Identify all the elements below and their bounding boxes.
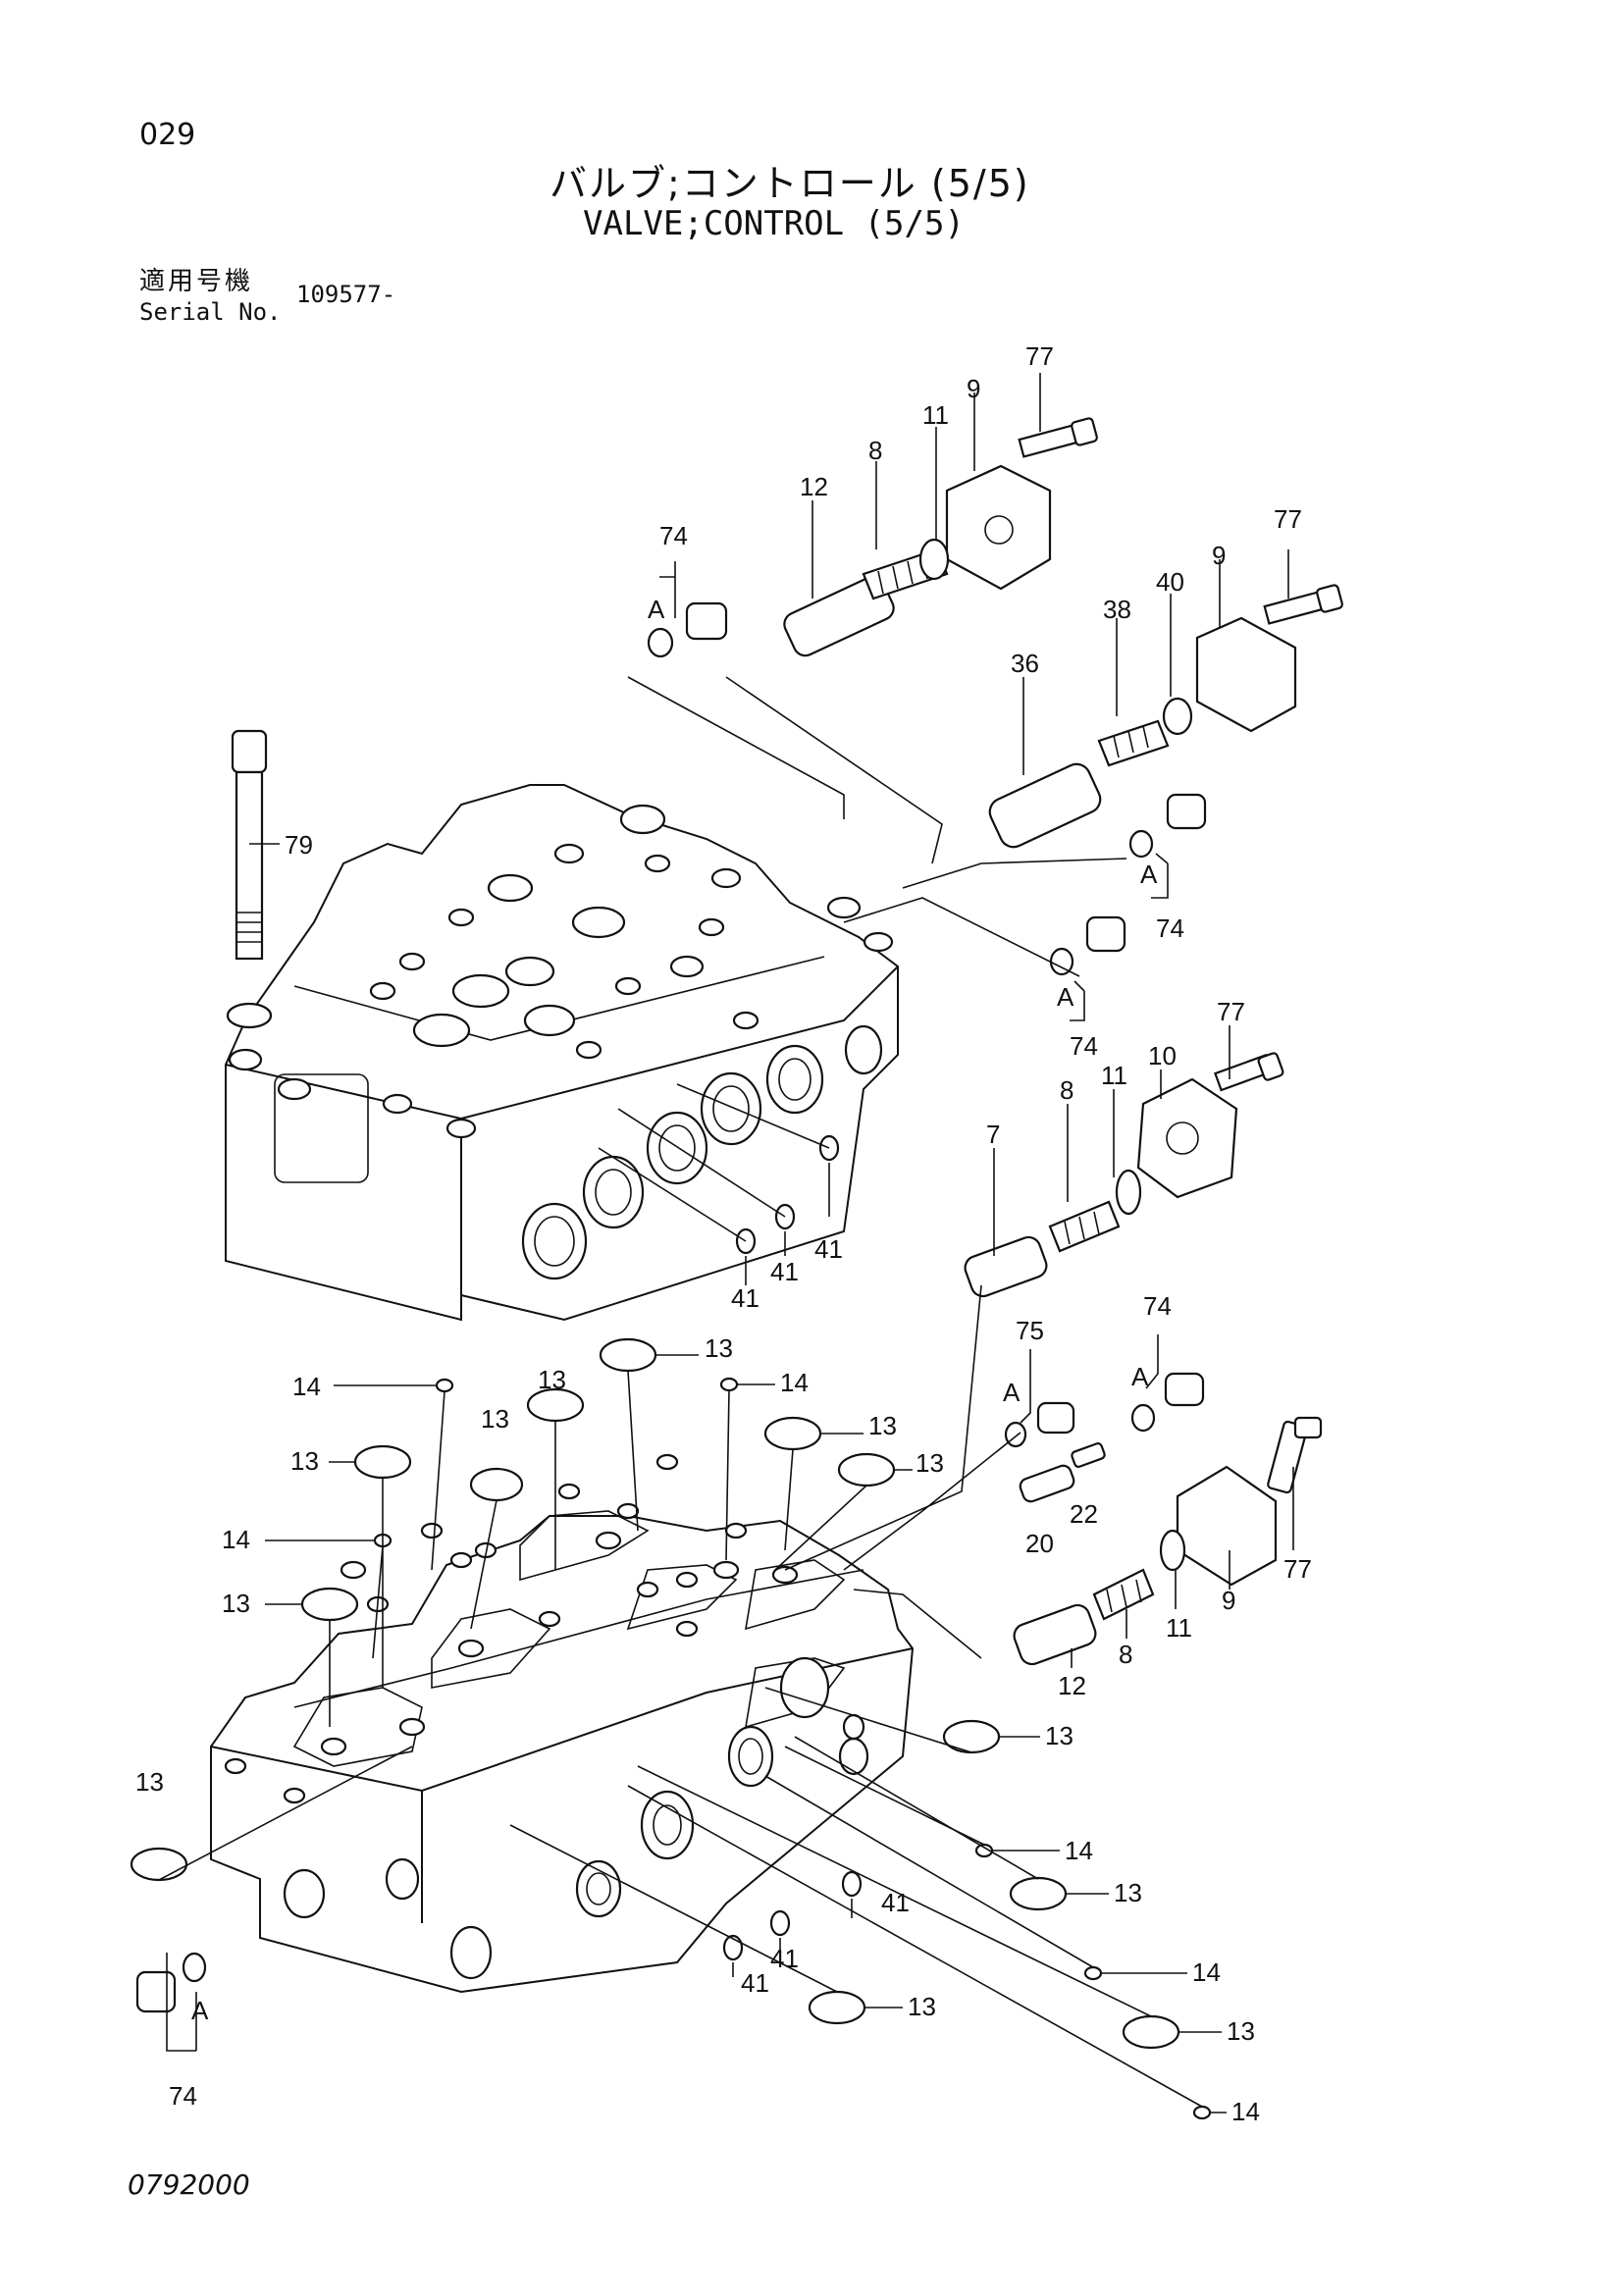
callout-label: 11 (922, 400, 949, 430)
callout-labels: 77 9 11 8 12 74 A 77 9 40 38 36 79 A 74 … (135, 341, 1312, 2126)
spools-and-caps (135, 417, 1343, 2013)
callout-label: A (191, 1996, 209, 2025)
callout-label: 13 (1114, 1878, 1142, 1907)
title-english: VALVE;CONTROL (5/5) (583, 204, 965, 243)
callout-label: 13 (538, 1365, 566, 1394)
callout-label: 8 (1060, 1075, 1073, 1105)
serial-number-range: 109577- (296, 281, 396, 308)
callout-label: A (648, 595, 665, 624)
callout-label: 41 (741, 1968, 769, 1998)
callout-label: 14 (1231, 2097, 1260, 2126)
callout-label: 9 (1222, 1586, 1235, 1615)
callout-label: 38 (1103, 595, 1131, 624)
page-number: 029 (139, 118, 196, 152)
lower-valve-housing (210, 1453, 915, 1994)
callout-label: 75 (1016, 1316, 1044, 1345)
callout-label: 22 (1070, 1499, 1098, 1529)
callout-label: 13 (1227, 2016, 1255, 2046)
callout-label: 14 (222, 1525, 250, 1554)
o-rings (130, 1337, 1212, 2120)
callout-label: 41 (770, 1257, 799, 1286)
callout-label: 13 (908, 1992, 936, 2021)
upper-valve-housing (225, 784, 899, 1322)
callout-label: A (1131, 1362, 1149, 1391)
callout-label: 77 (1217, 997, 1245, 1026)
callout-label: 12 (1058, 1671, 1086, 1700)
callout-label: 77 (1025, 341, 1054, 371)
callout-label: 36 (1011, 649, 1039, 678)
callout-label: 41 (881, 1888, 910, 1917)
callout-label: 11 (1166, 1613, 1192, 1643)
callout-label: 13 (222, 1589, 250, 1618)
callout-label: 9 (967, 374, 980, 403)
callout-label: 13 (868, 1411, 897, 1440)
callout-label: A (1003, 1378, 1021, 1407)
callout-label: 7 (986, 1120, 1000, 1149)
callout-label: 14 (1065, 1836, 1093, 1865)
callout-label: 77 (1274, 504, 1302, 534)
callout-label: 13 (290, 1446, 319, 1476)
callout-label: 74 (659, 521, 688, 550)
serial-label-japanese: 適用号機 (139, 267, 254, 296)
callout-label: 13 (916, 1448, 944, 1478)
leader-lines (158, 373, 1294, 2113)
callout-label: 41 (770, 1944, 799, 1973)
callout-label: 10 (1148, 1041, 1177, 1070)
callout-label: A (1140, 860, 1158, 889)
callout-label: 20 (1025, 1529, 1054, 1558)
serial-label-english: Serial No. (139, 298, 282, 326)
callout-label: 40 (1156, 567, 1184, 597)
callout-label: 41 (731, 1283, 759, 1313)
callout-label: 74 (1070, 1031, 1098, 1061)
callout-label: 14 (780, 1368, 809, 1397)
callout-label: 77 (1283, 1554, 1312, 1584)
callout-label: 9 (1212, 541, 1226, 570)
callout-label: 13 (1045, 1721, 1073, 1750)
callout-label: 14 (292, 1372, 321, 1401)
callout-label: A (1057, 982, 1074, 1012)
callout-label: 11 (1101, 1061, 1127, 1090)
callout-label: 12 (800, 472, 828, 501)
callout-label: 8 (1119, 1640, 1132, 1669)
callout-label: 14 (1192, 1957, 1221, 1987)
callout-label: 79 (285, 830, 313, 860)
callout-label: 41 (814, 1234, 843, 1264)
callout-label: 13 (481, 1404, 509, 1434)
title-japanese: バルブ;コントロール (5/5) (550, 162, 1030, 205)
callout-label: 13 (135, 1767, 164, 1797)
callout-label: 74 (169, 2081, 197, 2111)
drawing-code: 0792000 (128, 2168, 250, 2201)
callout-label: 8 (868, 436, 882, 465)
callout-label: 74 (1143, 1291, 1172, 1321)
callout-label: 74 (1156, 913, 1184, 943)
callout-label: 13 (705, 1333, 733, 1363)
